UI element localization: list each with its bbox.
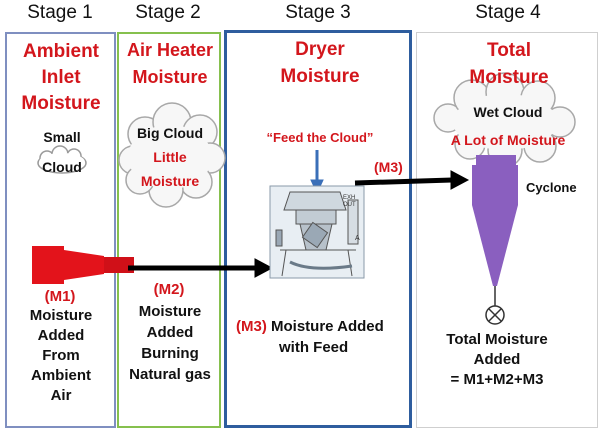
arrow-m2 (128, 258, 274, 278)
stage-2-cloud-label: Big Cloud Little Moisture (120, 121, 220, 193)
stage-3-description: (M3) Moisture Added with Feed (236, 316, 414, 358)
stage-2-title: Air Heater Moisture (116, 37, 224, 91)
stage-4-title-line: Total (487, 40, 531, 61)
marker-m1: (M1) (44, 288, 76, 305)
dryer-label-a: A (355, 235, 360, 242)
stage-4-cloud-line: A Lot of Moisture (450, 132, 566, 148)
stage-1-title-line: Inlet (41, 67, 81, 88)
dryer-label-exh: EXH (343, 195, 355, 201)
cyclone-label: Cyclone (526, 180, 577, 195)
feed-the-cloud-callout: “Feed the Cloud” (266, 130, 374, 145)
spray-dryer-icon (269, 185, 365, 279)
stage-3-title: Dryer Moisture (240, 36, 400, 90)
stage-2-desc-line: Burning (141, 345, 199, 362)
stage-1-panel (5, 32, 116, 428)
stage-1-desc-line: Added (37, 327, 85, 344)
stage-4-description: Total Moisture Added = M1+M2+M3 (430, 330, 564, 390)
stage-1-title-line: Moisture (21, 93, 101, 114)
stage-4-desc-line: Total Moisture (446, 331, 548, 348)
marker-m3: (M3) (236, 318, 267, 335)
stage-2-panel (117, 32, 221, 428)
stage-1-title: Ambient Inlet Moisture (8, 39, 114, 117)
marker-m3-top: (M3) (374, 159, 403, 175)
stage-4-desc-line: = M1+M2+M3 (450, 371, 544, 388)
stage-3-title-line: Dryer (295, 39, 345, 60)
stage-3-desc-line: with Feed (279, 339, 349, 356)
stage-2-cloud-line: Little (153, 149, 187, 165)
stage-1-description: Moisture Added From Ambient Air (8, 306, 114, 406)
stage-1-cloud-line: Small (43, 129, 81, 145)
arrow-m3 (354, 170, 470, 190)
stage-4-panel (416, 32, 598, 428)
stage-3-desc-line: Moisture Added (271, 318, 384, 335)
stage-1-desc-line: From (42, 347, 80, 364)
stage-1-desc-line: Moisture (29, 307, 93, 324)
stage-4-heading: Stage 4 (475, 2, 541, 23)
stage-3-heading: Stage 3 (285, 2, 351, 23)
stage-1-heading: Stage 1 (27, 2, 93, 23)
stage-1-cloud-label: Small Cloud (12, 122, 112, 182)
stage-2-cloud-line: Moisture (140, 173, 200, 189)
stage-2-cloud-line: Big Cloud (136, 125, 204, 141)
stage-2-heading: Stage 2 (135, 2, 201, 23)
air-heater-icon (32, 246, 134, 284)
stage-3-title-line: Moisture (280, 66, 360, 87)
stage-2-desc-line: Moisture (138, 303, 202, 320)
stage-4-title-line: Moisture (469, 67, 549, 88)
stage-3-panel (224, 30, 412, 428)
big-cloud-icon (118, 102, 226, 208)
stage-4-cloud-line: Wet Cloud (473, 104, 543, 120)
stage-2-desc-line: Natural gas (129, 366, 211, 383)
stage-2-desc-line: Added (146, 324, 194, 341)
wet-cloud-icon (433, 72, 576, 168)
cyclone-icon (472, 155, 518, 325)
stage-2-description: Moisture Added Burning Natural gas (118, 301, 222, 385)
stage-4-desc-line: Added (473, 351, 521, 368)
stage-1-desc-line: Ambient (31, 367, 91, 384)
stage-2-title-line: Air Heater (126, 40, 214, 60)
marker-m2: (M2) (153, 281, 185, 298)
stage-2-title-line: Moisture (132, 67, 208, 87)
stage-1-desc-line: Air (50, 387, 72, 404)
stage-1-title-line: Ambient (23, 41, 99, 62)
stage-4-title: Total Moisture (430, 37, 588, 91)
stage-4-cloud-label: Wet Cloud A Lot of Moisture (428, 98, 588, 154)
stage-1-cloud-line: Cloud (42, 159, 82, 175)
dryer-label-out: OUT (343, 202, 356, 208)
